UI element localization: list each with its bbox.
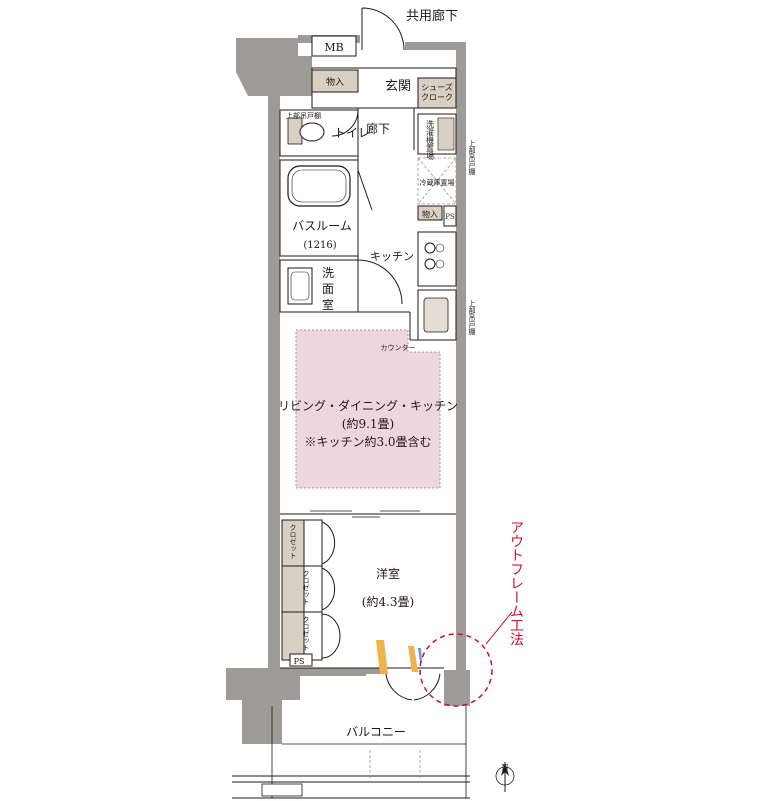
label-entrance: 玄関 bbox=[385, 79, 411, 94]
label-upper-cabinet-toilet: 上部吊戸棚 bbox=[286, 111, 321, 120]
label-ldk-3: ※キッチン約3.0畳含む bbox=[304, 434, 431, 449]
label-bath-size: (1216) bbox=[303, 240, 336, 251]
label-storage-mid: 物入 bbox=[422, 209, 438, 219]
label-closet-3: クロゼット bbox=[302, 616, 310, 651]
label-washer-space: 洗濯機置場 bbox=[426, 119, 435, 161]
label-common-corridor: 共用廊下 bbox=[406, 8, 458, 24]
shoe-cloak bbox=[417, 77, 457, 109]
label-outframe: アウトフレーム工法 bbox=[508, 520, 524, 646]
north-compass-icon bbox=[495, 762, 515, 792]
label-upper-cabinet-kitchen: 上部吊戸棚 bbox=[468, 299, 476, 336]
entrance-door bbox=[361, 7, 405, 51]
label-north: N bbox=[502, 763, 509, 772]
label-mb: MB bbox=[324, 41, 343, 54]
label-hallway: 廊下 bbox=[366, 121, 390, 136]
label-closet-1: クロゼット bbox=[289, 524, 297, 559]
toilet-icon bbox=[299, 122, 325, 142]
balcony-sill bbox=[366, 668, 386, 674]
label-ldk-2: (約9.1畳) bbox=[342, 416, 394, 431]
ldk-area bbox=[295, 329, 441, 489]
label-bathroom: バスルーム bbox=[292, 219, 352, 233]
mb-box bbox=[311, 35, 357, 57]
label-washroom-2: 面 bbox=[322, 282, 334, 296]
label-washroom-3: 室 bbox=[322, 297, 334, 312]
bathtub-icon bbox=[287, 165, 351, 207]
left-wall bbox=[268, 96, 280, 668]
label-kitchen: キッチン bbox=[370, 250, 414, 263]
label-upper-cabinet-right: 上部吊戸棚 bbox=[468, 139, 476, 176]
outframe-leader bbox=[485, 611, 513, 645]
label-toilet: トイレ bbox=[334, 126, 370, 140]
storage-mid bbox=[417, 205, 443, 221]
label-shoe-cloak-2: クローク bbox=[421, 93, 453, 102]
structural-column-bottom-left bbox=[226, 668, 366, 744]
label-western-room: 洋室 bbox=[376, 566, 400, 581]
label-counter: カウンター bbox=[381, 343, 416, 352]
top-wall-right bbox=[405, 42, 465, 50]
label-ps-top: PS bbox=[445, 213, 455, 221]
label-fridge-space: 冷蔵庫置場 bbox=[420, 178, 455, 187]
label-shoe-cloak-1: シューズ bbox=[421, 82, 453, 92]
bathroom bbox=[279, 159, 359, 257]
label-ps-bottom: PS bbox=[294, 657, 305, 666]
fridge-space bbox=[417, 157, 457, 205]
structural-column-top-left bbox=[236, 38, 312, 110]
stove bbox=[417, 231, 457, 287]
label-balcony: バルコニー bbox=[346, 725, 406, 739]
label-ldk-1: リビング・ダイニング・キッチン bbox=[278, 398, 458, 413]
ps-bottom bbox=[289, 653, 313, 667]
label-washroom-1: 洗 bbox=[322, 266, 334, 280]
structural-column-bottom-right bbox=[444, 670, 470, 706]
balcony-drain bbox=[261, 783, 303, 797]
washbasin-icon bbox=[287, 267, 313, 305]
label-closet-2: クロゼット bbox=[302, 570, 310, 605]
ps-top bbox=[443, 205, 457, 227]
sunlight-icon bbox=[376, 640, 388, 674]
label-storage-top: 物入 bbox=[326, 76, 344, 88]
label-western-size: (約4.3畳) bbox=[362, 594, 414, 609]
storage-top bbox=[311, 69, 359, 93]
outframe-circle bbox=[419, 633, 493, 707]
right-wall bbox=[456, 42, 466, 706]
